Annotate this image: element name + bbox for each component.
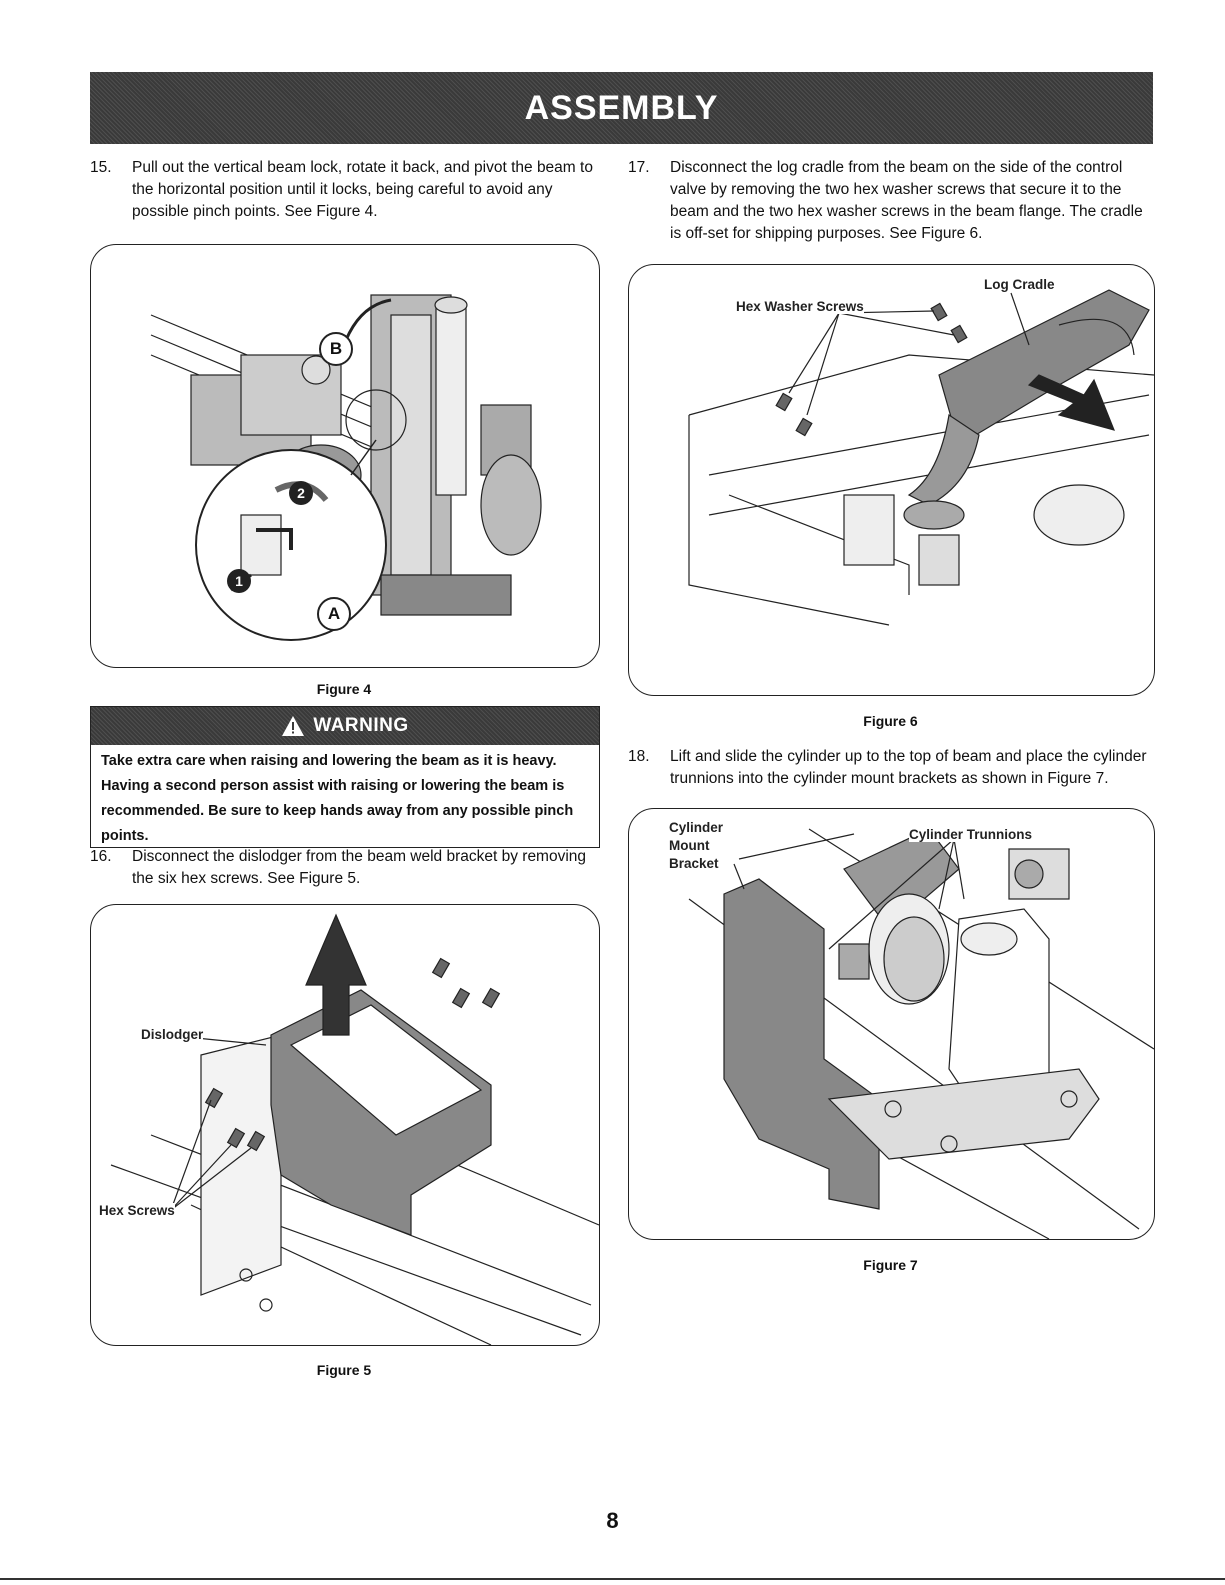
step-16: 16. Disconnect the dislodger from the be… <box>90 846 598 894</box>
figure-5-illustration: Dislodger Hex Screws <box>90 904 600 1346</box>
figure-6-caption: Figure 6 <box>863 713 918 729</box>
step-number: 18. <box>628 748 650 765</box>
figure-4-illustration: B A 2 1 <box>90 244 600 668</box>
step-number: 15. <box>90 159 112 176</box>
section-header-bar: ASSEMBLY <box>90 72 1153 144</box>
figure-6-illustration: Hex Washer Screws Log Cradle <box>628 264 1155 696</box>
callout-cylinder-trunnions: Cylinder Trunnions <box>909 827 1033 842</box>
step-text: Disconnect the dislodger from the beam w… <box>132 848 587 887</box>
figure-7-caption: Figure 7 <box>863 1257 918 1273</box>
figure-6-drawing <box>688 289 1154 626</box>
step-18: 18. Lift and slide the cylinder up to th… <box>628 746 1153 794</box>
figure-4-drawing <box>150 294 542 641</box>
step-number: 16. <box>90 848 112 865</box>
callout-cylinder-mount-bracket: Cylinder Mount Bracket <box>669 820 724 871</box>
callout-dislodger: Dislodger <box>141 1027 204 1042</box>
figure-7-drawing <box>688 828 1154 1239</box>
step-text: Disconnect the log cradle from the beam … <box>670 159 1143 242</box>
step-15: 15. Pull out the vertical beam lock, rot… <box>90 157 598 227</box>
step-text: Pull out the vertical beam lock, rotate … <box>132 159 593 220</box>
figure-7-illustration: Cylinder Mount Bracket Cylinder Trunnion… <box>628 808 1155 1240</box>
callout-1: 1 <box>227 569 251 593</box>
callout-hex-screws: Hex Screws <box>99 1203 175 1218</box>
page-number: 8 <box>606 1508 619 1533</box>
bottom-rule <box>0 1578 1225 1580</box>
callout-hex-washer-screws: Hex Washer Screws <box>736 299 864 314</box>
step-text: Lift and slide the cylinder up to the to… <box>670 748 1147 787</box>
section-title: ASSEMBLY <box>524 88 719 127</box>
warning-text: Take extra care when raising and lowerin… <box>101 753 574 844</box>
callout-2: 2 <box>289 481 313 505</box>
callout-a: A <box>317 597 351 631</box>
callout-b: B <box>319 332 353 366</box>
figure-5-caption: Figure 5 <box>316 1362 372 1378</box>
warning-triangle-icon <box>282 716 305 736</box>
figure-5-drawing <box>110 913 599 1345</box>
step-17: 17. Disconnect the log cradle from the b… <box>628 157 1153 249</box>
figure-4-caption: Figure 4 <box>316 681 372 697</box>
warning-header: WARNING <box>91 707 599 745</box>
step-number: 17. <box>628 159 650 176</box>
warning-title: WARNING <box>313 715 409 736</box>
warning-box: WARNING Take extra care when raising and… <box>90 706 600 848</box>
callout-log-cradle: Log Cradle <box>984 277 1055 292</box>
